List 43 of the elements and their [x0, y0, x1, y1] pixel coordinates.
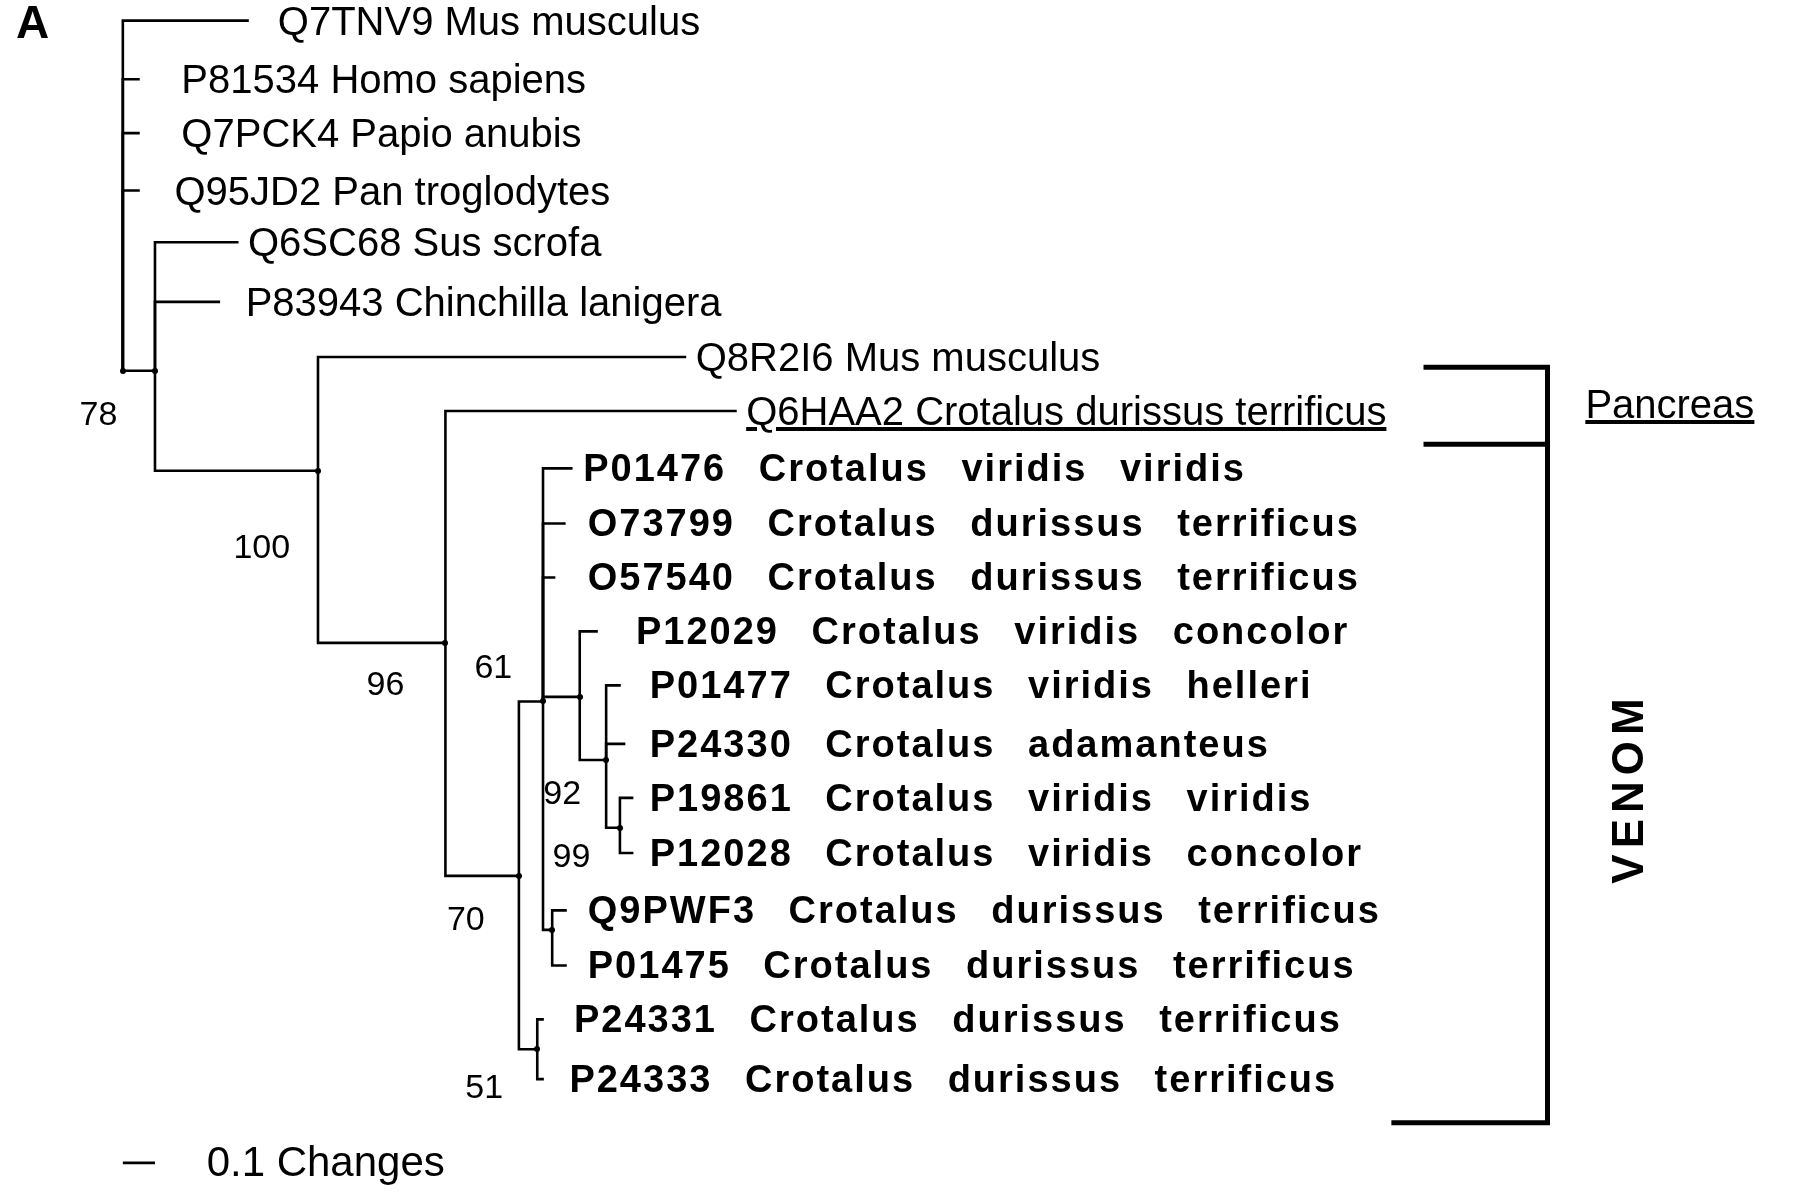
taxon-label: P24330 Crotalus adamanteus — [621, 720, 1270, 767]
taxon-label: P01476 Crotalus viridis viridis — [568, 445, 1246, 492]
taxon-label: P24333 Crotalus durissus terrificus — [539, 1056, 1338, 1103]
bootstrap-value: 92 — [543, 772, 582, 813]
taxon-label: Q6SC68 Sus scrofa — [234, 219, 602, 266]
branch-point — [442, 639, 449, 646]
branch-point — [616, 824, 623, 831]
taxon-label: P24331 Crotalus durissus terrificus — [539, 996, 1342, 1043]
branch-point — [603, 756, 610, 763]
bootstrap-value: 99 — [552, 835, 591, 876]
group-label: VENOM — [1602, 691, 1653, 884]
branch-point — [576, 693, 583, 700]
taxon-label: P83943 Chinchilla lanigera — [215, 278, 722, 325]
taxon-label: O57540 Crotalus durissus terrificus — [551, 554, 1360, 601]
taxon-label: O73799 Crotalus durissus terrificus — [561, 500, 1360, 547]
taxon-label: P01475 Crotalus durissus terrificus — [562, 942, 1356, 989]
panel-letter: A — [16, 0, 50, 50]
bootstrap-value: 100 — [233, 526, 291, 567]
branch-point — [549, 926, 556, 933]
branch-point — [540, 698, 546, 705]
taxon-label: Q9PWF3 Crotalus durissus terrificus — [562, 887, 1381, 934]
taxon-label: P19861 Crotalus viridis viridis — [629, 774, 1313, 821]
taxon-label: Q7TNV9 Mus musculus — [244, 0, 701, 44]
taxon-label: Q7PCK4 Papio anubis — [135, 110, 582, 157]
bootstrap-value: 51 — [465, 1066, 504, 1106]
bootstrap-value: 96 — [366, 663, 405, 704]
branch-point — [151, 367, 158, 374]
scale-label: 0.1 Changes — [206, 1137, 445, 1186]
taxon-label: P12029 Crotalus viridis concolor — [593, 608, 1350, 655]
taxon-label: Q8R2I6 Mus musculus — [681, 334, 1101, 380]
branch-point — [515, 872, 522, 879]
taxon-label: Q95JD2 Pan troglodytes — [135, 167, 611, 214]
branch-point — [315, 467, 321, 474]
taxon-label: P12028 Crotalus viridis concolor — [629, 829, 1363, 876]
taxon-label: P01477 Crotalus viridis helleri — [616, 662, 1313, 709]
branch-point — [119, 367, 126, 374]
group-label: Pancreas — [1585, 382, 1755, 428]
taxon-label: P81534 Homo sapiens — [135, 56, 587, 103]
bootstrap-value: 61 — [474, 645, 513, 686]
taxon-label: Q6HAA2 Crotalus durissus terrificus — [732, 387, 1387, 434]
bootstrap-value: 70 — [446, 898, 485, 939]
bootstrap-value: 78 — [79, 393, 118, 434]
branch-point — [534, 1046, 541, 1053]
